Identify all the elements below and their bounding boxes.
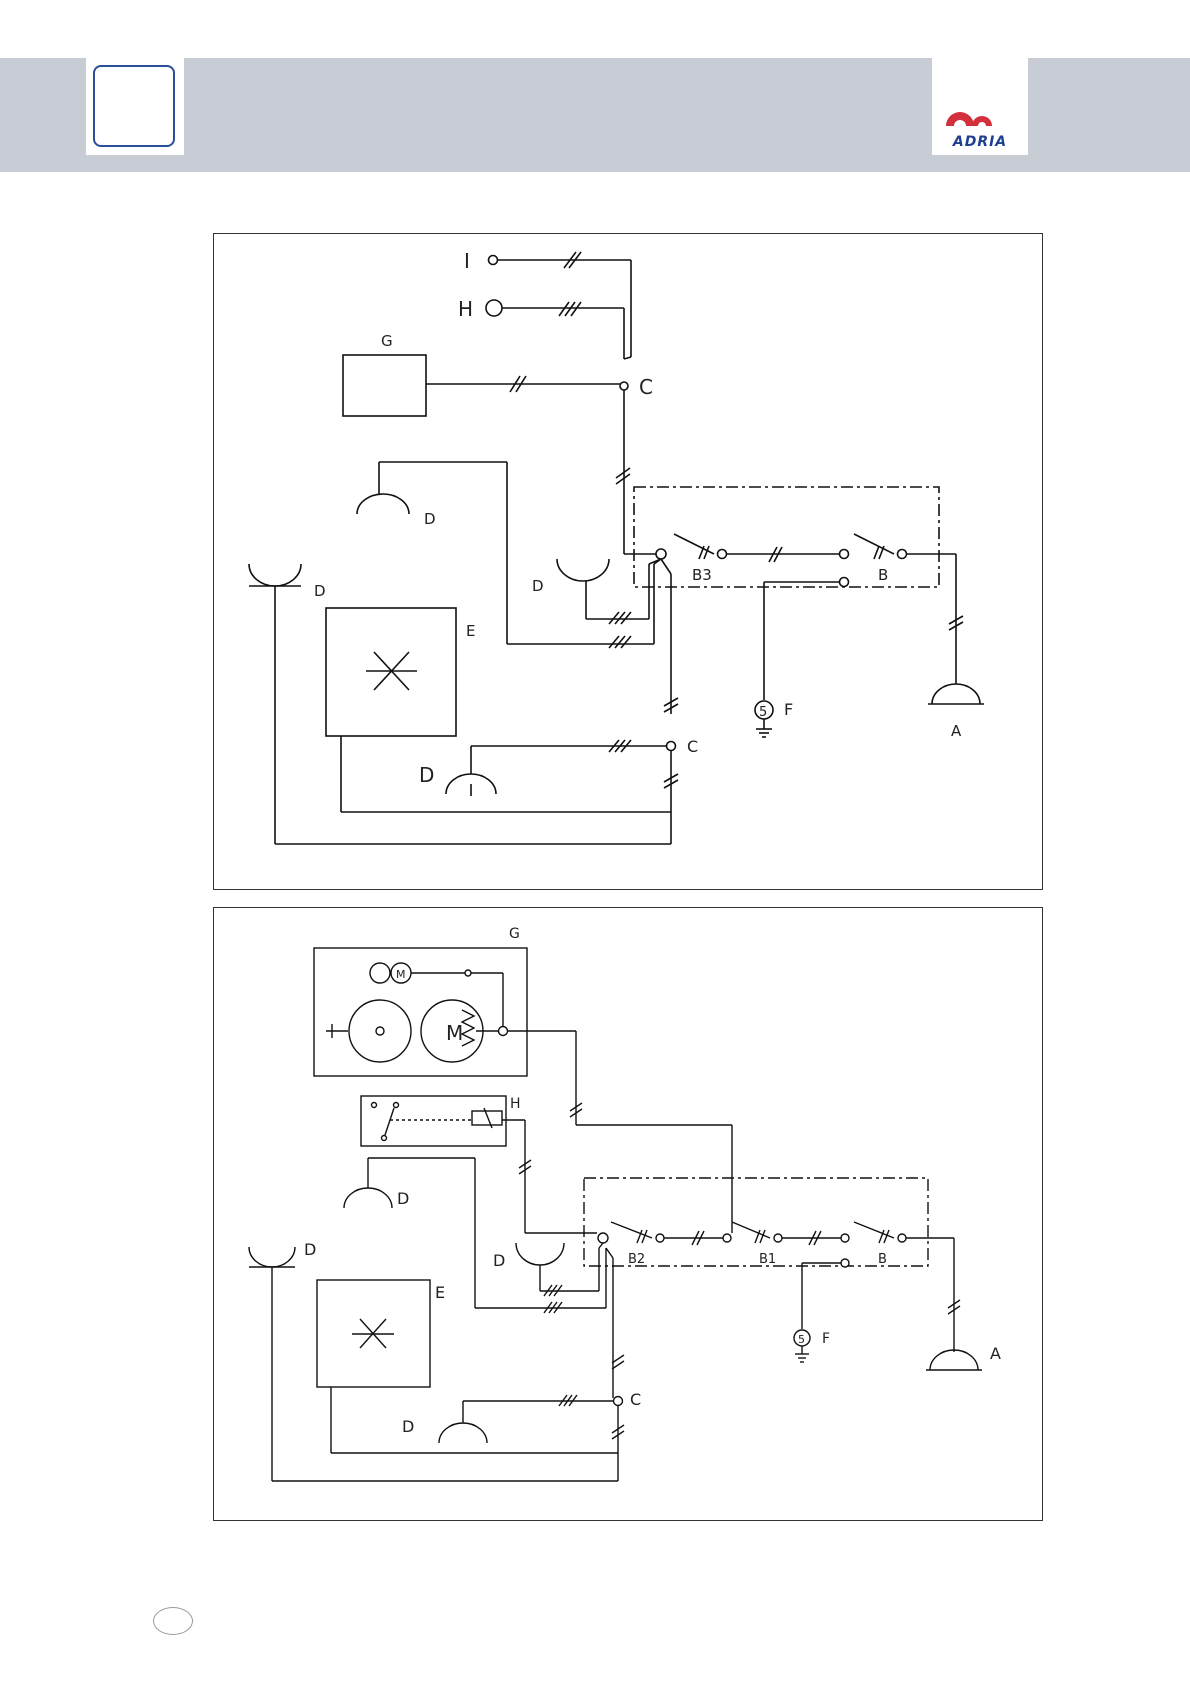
label-g: G xyxy=(509,926,520,942)
label-d4: D xyxy=(419,763,434,787)
fuse-value: 5 xyxy=(798,1333,805,1346)
label-a: A xyxy=(990,1344,1001,1363)
label-d2: D xyxy=(493,1251,505,1270)
label-motor: M xyxy=(446,1021,463,1045)
label-d1: D xyxy=(424,510,436,528)
page-number-badge xyxy=(153,1607,193,1635)
label-c: C xyxy=(630,1390,641,1409)
antenna-a xyxy=(930,1350,978,1370)
junction-switch xyxy=(656,549,666,559)
section-icon xyxy=(93,65,175,147)
wheel-icon xyxy=(349,1000,411,1062)
label-i: I xyxy=(464,249,470,273)
terminal-h xyxy=(486,300,502,316)
label-small-motor: M xyxy=(396,968,406,981)
component-h xyxy=(361,1096,506,1146)
component-g xyxy=(314,948,527,1076)
label-d2: D xyxy=(532,577,544,595)
speaker-d2 xyxy=(557,559,609,581)
label-h: H xyxy=(510,1096,521,1112)
speaker-d2 xyxy=(516,1243,564,1265)
label-d4: D xyxy=(402,1417,414,1436)
terminal-i xyxy=(489,256,498,265)
label-b1: B1 xyxy=(759,1252,776,1267)
antenna-a xyxy=(932,684,980,704)
speaker-d3 xyxy=(249,564,301,586)
label-a: A xyxy=(951,722,962,740)
wiring-diagram-top: I H G C D D D E B3 B F A C D 5 xyxy=(213,233,1043,890)
label-c1: C xyxy=(639,375,653,399)
label-f: F xyxy=(784,700,793,719)
label-d3: D xyxy=(304,1240,316,1259)
speaker-d1 xyxy=(344,1188,392,1208)
wiring-diagram-bottom: G H M M D D D E B2 B1 B F A C D 5 xyxy=(213,907,1043,1521)
label-e: E xyxy=(466,622,475,640)
label-g: G xyxy=(381,332,393,350)
junction-c2 xyxy=(667,742,676,751)
junction-c1 xyxy=(620,382,628,390)
brand-name: ADRIA xyxy=(938,134,1022,150)
speaker-d3 xyxy=(249,1247,295,1267)
label-h: H xyxy=(458,297,473,321)
label-b2: B2 xyxy=(628,1252,645,1267)
label-b: B xyxy=(878,566,888,584)
label-e: E xyxy=(435,1283,445,1302)
junction-switch xyxy=(598,1233,608,1243)
label-f: F xyxy=(822,1331,830,1347)
label-b3: B3 xyxy=(692,566,712,584)
wiring-diagram-bottom-svg: G H M M D D D E B2 B1 B F A C D 5 xyxy=(214,908,1044,1522)
wiring-diagram-top-svg: I H G C D D D E B3 B F A C D 5 xyxy=(214,234,1044,891)
fuse-value: 5 xyxy=(759,705,767,720)
component-g xyxy=(343,355,426,416)
speaker-d1 xyxy=(357,494,409,514)
speaker-d4 xyxy=(439,1423,487,1443)
label-d3: D xyxy=(314,582,326,600)
label-c2: C xyxy=(687,737,698,756)
label-d1: D xyxy=(397,1189,409,1208)
junction-c xyxy=(614,1397,623,1406)
label-b: B xyxy=(878,1252,887,1267)
